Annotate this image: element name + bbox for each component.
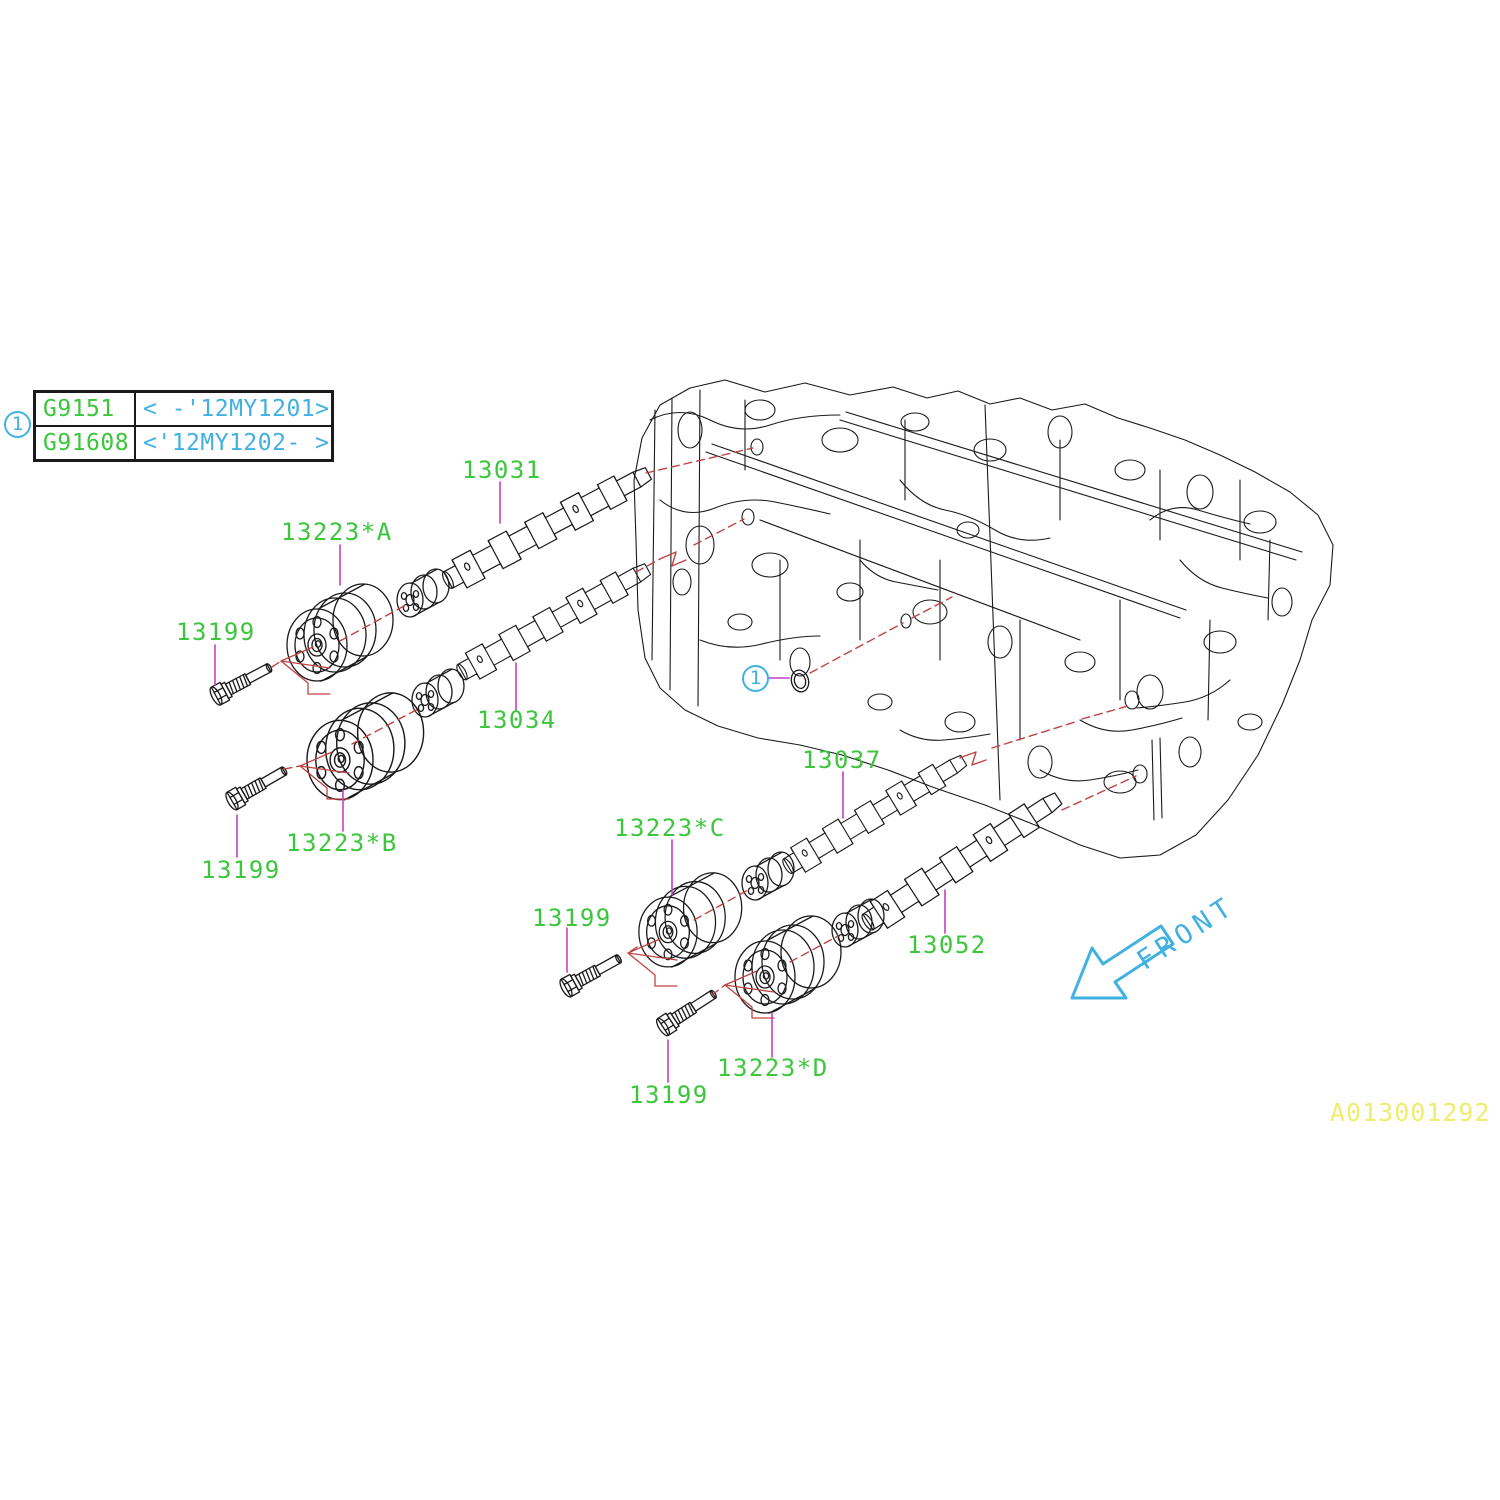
sprocket-13223c-drawing: [638, 872, 743, 968]
part-label-13199-4[interactable]: 13199: [629, 1081, 709, 1109]
engine-block-drawing: [633, 379, 1334, 859]
part-label-13223c[interactable]: 13223*C: [614, 814, 726, 842]
sprocket-13223b-drawing: [306, 692, 425, 801]
part-label-13223d[interactable]: 13223*D: [717, 1054, 829, 1082]
part-label-13037[interactable]: 13037: [802, 746, 882, 774]
bolt-13199-1-drawing: [207, 657, 277, 708]
legend-part-no-1[interactable]: G9151: [35, 392, 135, 426]
part-label-13052[interactable]: 13052: [907, 931, 987, 959]
legend-part-no-2[interactable]: G91608: [35, 426, 135, 460]
legend-table: G9151 < -'12MY1201> G91608 <'12MY1202- >: [33, 390, 334, 462]
legend-applicability-1: < -'12MY1201>: [135, 392, 332, 426]
bolt-13199-4-drawing: [653, 984, 722, 1039]
legend-applicability-2: <'12MY1202- >: [135, 426, 332, 460]
part-label-13034[interactable]: 13034: [477, 706, 557, 734]
part-label-13199-3[interactable]: 13199: [532, 904, 612, 932]
sprocket-13223d-drawing: [734, 915, 842, 1014]
legend-ref-marker-number: 1: [11, 413, 24, 435]
part-label-13223b[interactable]: 13223*B: [286, 829, 398, 857]
part-label-13199-2[interactable]: 13199: [201, 856, 281, 884]
assembly-ref-marker[interactable]: 1: [742, 665, 769, 692]
assembly-ref-marker-number: 1: [749, 667, 762, 689]
part-label-13031[interactable]: 13031: [462, 456, 542, 484]
camshaft-13052-drawing: [855, 784, 1068, 938]
part-label-13199-1[interactable]: 13199: [176, 618, 256, 646]
assembly-dashed-lines: [271, 447, 1137, 996]
sprocket-13223a-drawing: [286, 583, 394, 682]
assembly-line-breaks: [280, 551, 987, 1019]
leader-lines: [214, 481, 946, 1083]
part-label-13223a[interactable]: 13223*A: [281, 518, 393, 546]
spacer-13031-drawing: [396, 568, 450, 618]
bolt-13199-2-drawing: [222, 760, 292, 813]
spacer-13034-drawing: [411, 668, 465, 718]
drawing-number: A013001292: [1330, 1098, 1491, 1127]
legend-ref-marker[interactable]: 1: [4, 411, 31, 438]
front-arrow-icon: [1070, 924, 1175, 1000]
oring-drawing: [790, 669, 810, 693]
camshaft-13034-drawing: [451, 555, 656, 688]
